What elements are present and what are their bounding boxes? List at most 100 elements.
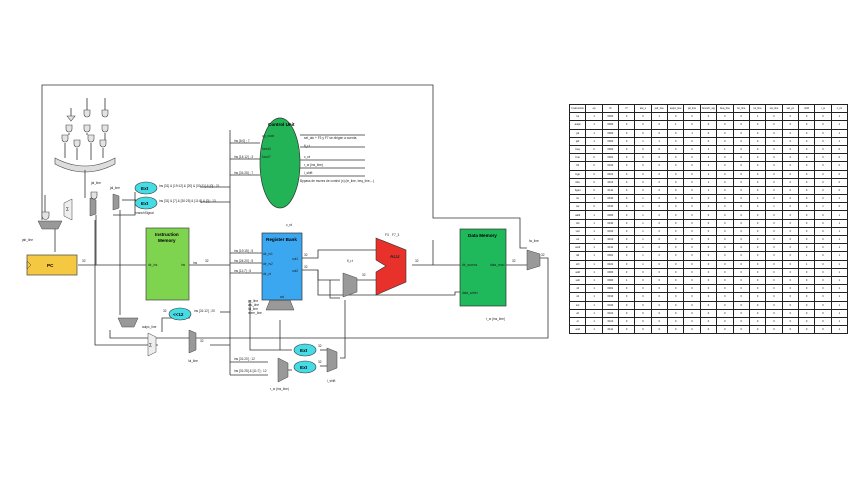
table-cell: 0 <box>781 325 800 335</box>
table-cell: 0 <box>683 210 701 220</box>
table-cell: 0 <box>699 275 718 286</box>
table-cell: 0 <box>748 202 767 212</box>
table-cell: 0 <box>699 226 718 237</box>
table-cell: 1 <box>830 316 848 327</box>
table-cell: 0 <box>699 316 718 327</box>
table-cell: 0 <box>781 292 800 302</box>
table-cell: 1 <box>585 194 603 204</box>
table-cell: 0 <box>797 275 816 286</box>
port-data-writer: data_writer <box>462 291 479 295</box>
not-gate <box>66 115 76 122</box>
table-cell: 0 <box>765 136 783 146</box>
lui-line-label: lui_line <box>188 359 198 363</box>
table-cell: 0 <box>716 275 734 286</box>
instruction-cell: sll <box>568 284 587 294</box>
ext-jal-block <box>134 181 158 195</box>
table-cell: 0 <box>650 128 668 138</box>
table-cell: 0 <box>716 308 734 318</box>
table-cell: 0 <box>781 267 800 277</box>
table-cell: 0 <box>814 120 832 130</box>
table-cell: 1 <box>830 325 848 335</box>
ext-label: Ext <box>141 186 149 191</box>
table-cell: 0 <box>666 292 685 302</box>
jal-line-label: jal_line <box>90 181 101 185</box>
instruction-cell: bltu <box>568 177 587 187</box>
pc-adder <box>63 198 73 221</box>
table-cell: 0 <box>699 308 718 318</box>
cu-in-funct3: funct3 <box>262 147 271 151</box>
table-cell: 0 <box>683 120 701 130</box>
table-cell: 0 <box>797 300 816 310</box>
table-cell: 0 <box>699 267 718 277</box>
column-header: shift <box>797 103 816 114</box>
table-cell: 0 <box>683 161 701 171</box>
table-cell: 0 <box>797 267 816 277</box>
table-cell: 0 <box>666 226 685 237</box>
table-cell: 0 <box>797 128 816 138</box>
table-cell: 0 <box>748 153 767 163</box>
table-cell: 0 <box>618 284 636 294</box>
table-cell: 0 <box>732 153 750 163</box>
table-cell: 0000 <box>601 128 620 138</box>
column-header: auipc_line <box>666 103 685 114</box>
instruction-cell: add <box>568 267 587 277</box>
table-cell: 0 <box>650 144 668 155</box>
table-cell: 0 <box>716 267 734 277</box>
table-cell: 0 <box>699 300 718 310</box>
table-cell: 0 <box>716 292 734 302</box>
table-cell: 0 <box>732 177 750 187</box>
instruction-memory: Instruction Memory dir_ins ins <box>145 227 190 301</box>
table-cell: 1 <box>797 259 816 269</box>
bus-width-32: 32 <box>415 259 419 263</box>
table-cell: 0010 <box>601 292 620 302</box>
signal-labels: jalr_line jal_line jal_line branchSignal… <box>21 181 545 391</box>
table-cell: 0100 <box>601 161 620 171</box>
table-cell: 0 <box>650 120 668 130</box>
table-cell: 0 <box>585 153 603 163</box>
ins-port: ins <box>181 263 185 267</box>
column-header: Instrucción <box>568 103 587 114</box>
table-cell: 0 <box>650 267 668 277</box>
pc-source-mux <box>37 220 63 230</box>
instruction-cell: srli <box>568 259 587 269</box>
table-cell: 0 <box>748 300 767 310</box>
instruction-cell: lui <box>568 112 587 122</box>
table-cell: 1 <box>830 267 848 277</box>
table-cell: 1 <box>585 210 603 220</box>
imm-mux-sel: r_w (ins_line) <box>270 387 289 391</box>
port-out2: out2 <box>292 269 298 273</box>
table-cell: 0 <box>618 161 636 171</box>
table-cell: 0 <box>716 177 734 187</box>
table-cell: 0111 <box>601 243 620 253</box>
or-gate <box>101 109 109 118</box>
table-cell: 0 <box>814 185 832 196</box>
table-cell: 1 <box>797 251 816 261</box>
column-header: r_w <box>814 103 832 114</box>
cu-out-flr: fl_r.t <box>304 144 310 148</box>
data-memory-title: Data Memory <box>468 233 497 238</box>
table-cell: 0 <box>732 161 750 171</box>
rb-rs1-bits: ins [19:15] ; 5 <box>234 249 253 253</box>
table-cell: 0 <box>618 169 636 179</box>
table-cell: 0 <box>634 112 652 122</box>
table-cell: 0 <box>683 194 701 204</box>
and-gate <box>65 124 73 133</box>
table-cell: 0 <box>732 185 750 196</box>
table-cell: 0 <box>716 325 734 335</box>
table-cell: 1 <box>634 259 652 269</box>
table-cell: 0 <box>683 169 701 179</box>
table-cell: 0 <box>634 144 652 155</box>
table-cell: 0 <box>683 144 701 155</box>
table-cell: 1 <box>634 243 652 253</box>
table-cell: 0 <box>732 218 750 228</box>
alu-ctrl-f7: F7_3 <box>392 233 399 237</box>
column-header: beq_line <box>716 103 734 114</box>
table-cell: 0 <box>797 292 816 302</box>
cu-f3-bits: ins [14:12] ; 3 <box>234 155 253 159</box>
table-cell: 0 <box>732 210 750 220</box>
table-cell: 0 <box>781 259 800 269</box>
table-cell: 0 <box>797 194 816 204</box>
